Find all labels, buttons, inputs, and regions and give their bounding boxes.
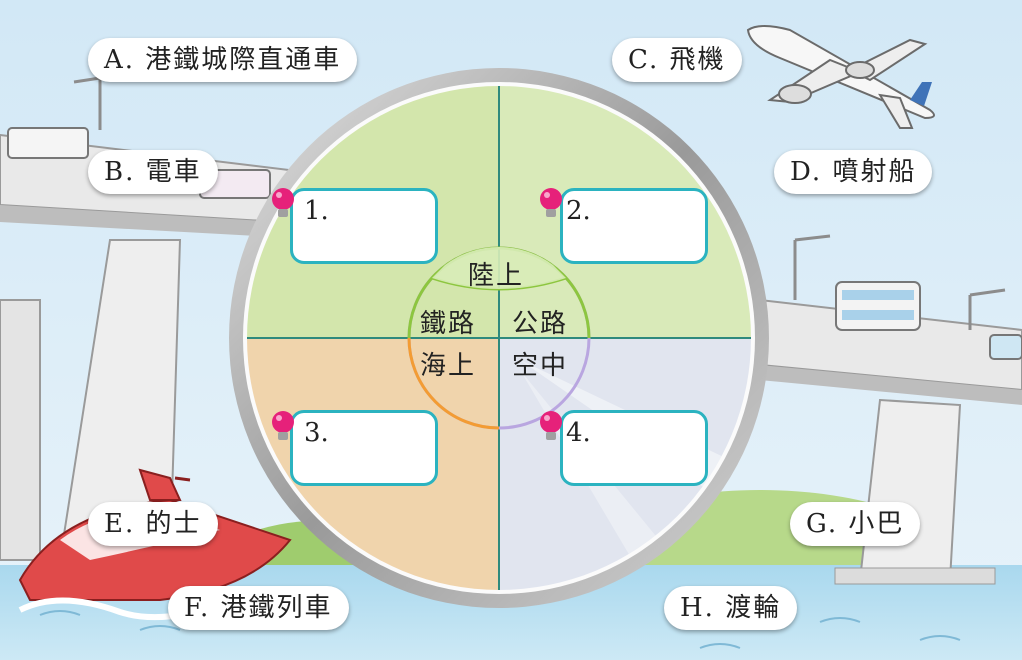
option-d[interactable]: D. 噴射船 <box>774 150 933 194</box>
answer-box-2[interactable] <box>560 188 708 264</box>
answer-number-3: 3. <box>304 418 329 448</box>
lightbulb-icon <box>540 411 562 440</box>
option-f[interactable]: F. 港鐵列車 <box>168 586 349 630</box>
minibus <box>989 334 1022 360</box>
train-car <box>7 127 89 159</box>
category-road: 公路 <box>512 309 569 339</box>
option-a[interactable]: A. 港鐵城際直通車 <box>88 38 358 82</box>
category-rail: 鐵路 <box>420 309 477 339</box>
lightbulb-icon <box>272 411 294 440</box>
lamp-post <box>73 76 102 130</box>
answer-box-4[interactable] <box>560 410 708 486</box>
left-bridge-pillar <box>0 299 41 561</box>
airplane <box>746 25 935 129</box>
answer-number-2: 2. <box>566 196 591 226</box>
double-decker-bus <box>835 281 921 331</box>
category-land: 陸上 <box>468 261 525 291</box>
option-g[interactable]: G. 小巴 <box>790 502 921 546</box>
answer-number-1: 1. <box>304 196 329 226</box>
answer-box-1[interactable] <box>290 188 438 264</box>
lamp-post <box>793 234 1006 330</box>
pier-base <box>834 567 996 585</box>
category-sea: 海上 <box>420 351 477 381</box>
left-bridge-edge <box>0 205 330 240</box>
option-e[interactable]: E. 的士 <box>88 502 218 546</box>
waves <box>39 610 961 649</box>
option-b[interactable]: B. 電車 <box>88 150 218 194</box>
answer-number-4: 4. <box>566 418 591 448</box>
bus-window <box>842 290 914 300</box>
option-h[interactable]: H. 渡輪 <box>664 586 798 630</box>
right-bridge-edge <box>760 365 1022 405</box>
hub-ring-sea <box>407 337 500 430</box>
classification-wheel <box>229 68 769 608</box>
bus-window <box>842 310 914 320</box>
answer-box-3[interactable] <box>290 410 438 486</box>
lightbulb-icon <box>272 188 294 217</box>
option-c[interactable]: C. 飛機 <box>612 38 742 82</box>
lightbulb-icon <box>540 188 562 217</box>
category-air: 空中 <box>512 351 569 381</box>
